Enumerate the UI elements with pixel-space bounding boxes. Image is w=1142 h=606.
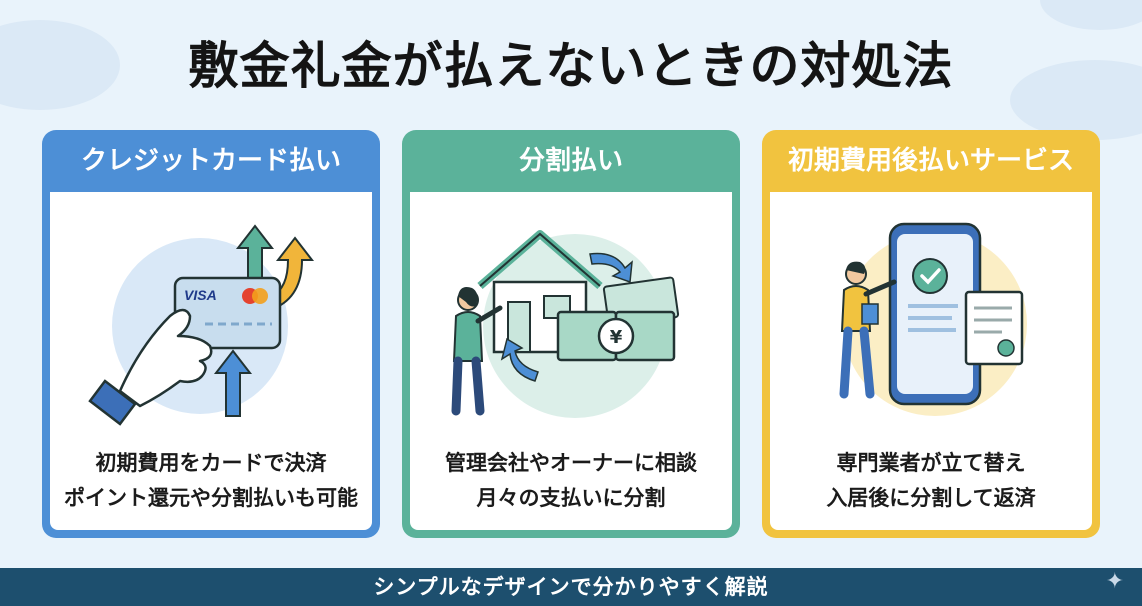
card-deferred-service: 初期費用後払いサービス 専門業者が立て替え bbox=[762, 130, 1100, 538]
house-money-split-icon: ¥ bbox=[451, 230, 680, 418]
card-installment: 分割払い ¥ 管理会社やオーナーに相談 bbox=[402, 130, 740, 538]
card-description: 専門業者が立て替え 入居後に分割して返済 bbox=[770, 446, 1092, 516]
description-line: 月々の支払いに分割 bbox=[476, 486, 666, 510]
smartphone-checkmark-icon bbox=[839, 222, 1027, 416]
card-credit-card: クレジットカード払い VISA 初期費用をカードで決済 ポイント還元や分割払いも… bbox=[42, 130, 380, 538]
description-line: ポイント還元や分割払いも可能 bbox=[64, 486, 358, 510]
card-heading: クレジットカード払い bbox=[80, 146, 341, 176]
card-heading: 分割払い bbox=[518, 146, 623, 176]
card-body: VISA 初期費用をカードで決済 ポイント還元や分割払いも可能 bbox=[50, 192, 372, 530]
card-brand: VISA bbox=[184, 287, 217, 303]
footer-banner: シンプルなデザインで分かりやすく解説 bbox=[0, 568, 1142, 606]
card-body: 専門業者が立て替え 入居後に分割して返済 bbox=[770, 192, 1092, 530]
description-line: 専門業者が立て替え bbox=[836, 451, 1026, 475]
description-line: 入居後に分割して返済 bbox=[826, 486, 1036, 510]
card-description: 管理会社やオーナーに相談 月々の支払いに分割 bbox=[410, 446, 732, 516]
page-title: 敷金礼金が払えないときの対処法 bbox=[188, 37, 954, 95]
description-line: 管理会社やオーナーに相談 bbox=[445, 451, 697, 475]
card-heading: 初期費用後払いサービス bbox=[787, 146, 1074, 176]
background-blob bbox=[1010, 60, 1142, 140]
yen-symbol: ¥ bbox=[610, 327, 623, 348]
card-description: 初期費用をカードで決済 ポイント還元や分割払いも可能 bbox=[50, 446, 372, 516]
description-line: 初期費用をカードで決済 bbox=[95, 451, 327, 475]
card-body: ¥ 管理会社やオーナーに相談 月々の支払いに分割 bbox=[410, 192, 732, 530]
sparkle-icon: ✦ bbox=[1105, 569, 1124, 594]
credit-card-hand-icon: VISA bbox=[88, 224, 315, 426]
